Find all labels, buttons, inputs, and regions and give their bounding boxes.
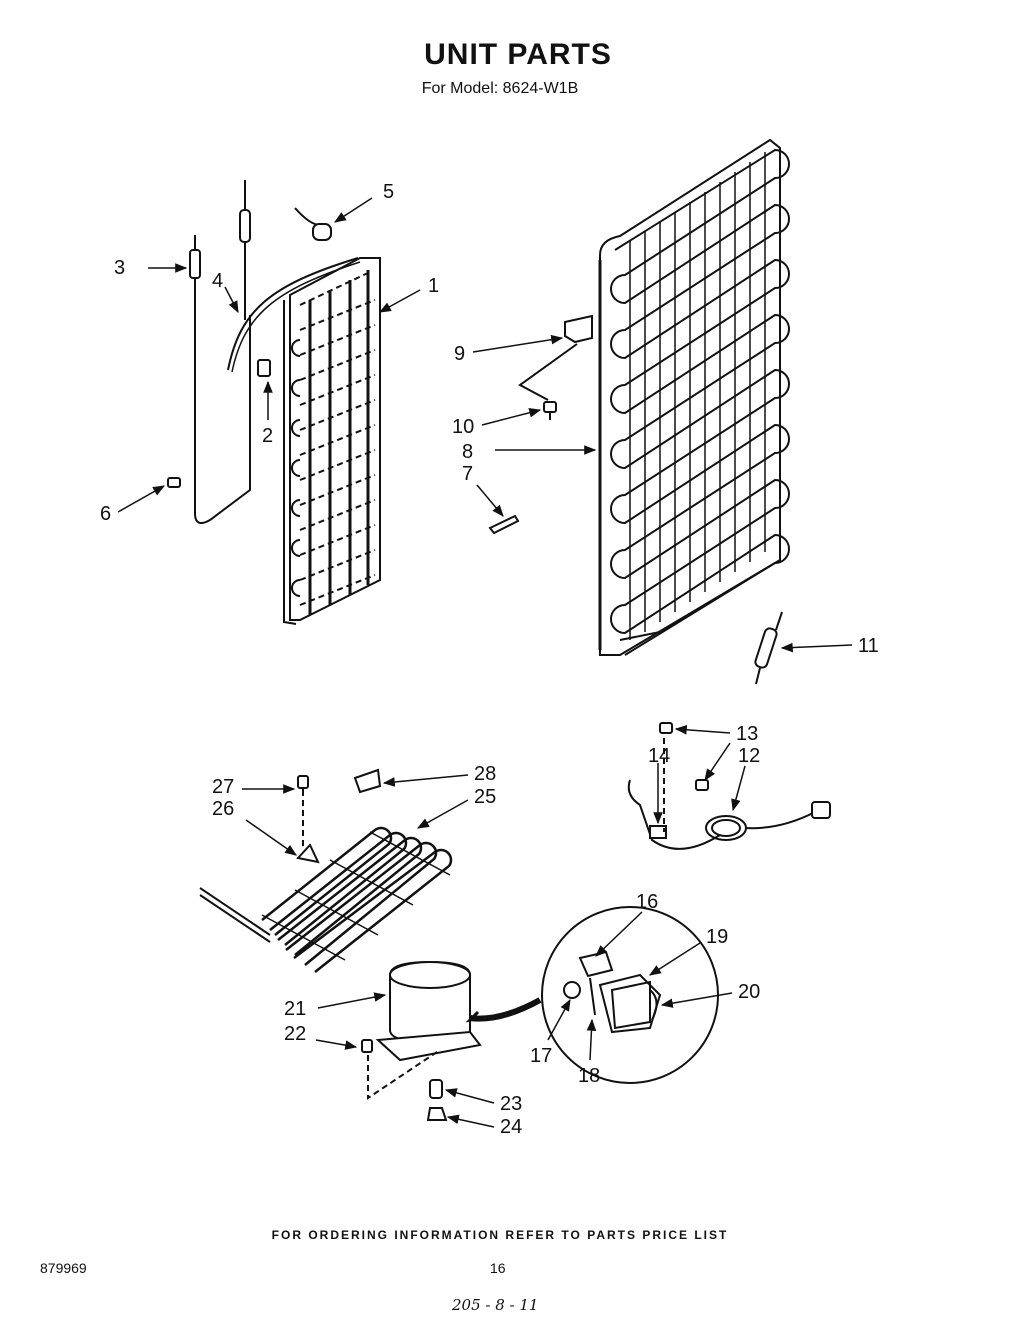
ordering-note: FOR ORDERING INFORMATION REFER TO PARTS … [271,1228,729,1242]
cap-drawing-5 [294,207,332,241]
callout-18: 18 [578,1065,600,1087]
model-subtitle: For Model: 8624-W1B [421,80,579,97]
callout-13: 13 [736,723,758,745]
callout-12: 12 [738,745,760,767]
screw-drawing-10 [543,401,557,420]
callout-28: 28 [474,763,496,785]
callout-25: 25 [474,786,496,808]
page-number: 16 [490,1260,506,1276]
capillary-tube-drawing [189,180,251,525]
callout-1: 1 [428,275,439,297]
clip-drawing-6 [167,477,181,488]
callout-10: 10 [452,416,474,438]
callout-19: 19 [706,926,728,948]
callout-22: 22 [284,1023,306,1045]
base-coil-drawing [199,768,453,973]
handwritten-annotation: 205 - 8 - 11 [452,1296,539,1314]
page-title: UNIT PARTS [424,38,612,71]
callout-2: 2 [262,425,273,447]
callout-11: 11 [858,635,879,657]
evaporator-drawing [227,257,381,625]
bracket-drawing-9 [518,314,593,401]
callout-4: 4 [212,270,223,292]
block-drawing-2 [257,359,271,377]
callout-5: 5 [383,181,394,203]
callout-3: 3 [114,257,125,279]
drier-drawing-11 [754,611,783,685]
compressor-drawing [361,960,542,1121]
callout-labels: 1 2 3 4 5 6 7 8 9 10 11 12 13 14 16 17 1… [100,181,879,1138]
callout-24: 24 [500,1116,522,1138]
power-cord-drawing [627,722,831,850]
leader-lines [117,197,853,1128]
callout-9: 9 [454,343,465,365]
part-drawing-7 [488,514,520,535]
callout-23: 23 [500,1093,522,1115]
callout-17: 17 [530,1045,552,1067]
callout-16: 16 [636,891,658,913]
callout-6: 6 [100,503,111,525]
callout-26: 26 [212,798,234,820]
callout-14: 14 [648,745,670,767]
relay-detail-drawing [541,906,719,1084]
document-number: 879969 [40,1260,87,1276]
callout-8: 8 [462,441,473,463]
callout-20: 20 [738,981,760,1003]
callout-7: 7 [462,463,473,485]
callout-27: 27 [212,776,234,798]
callout-21: 21 [284,998,306,1020]
condenser-drawing [598,138,790,656]
